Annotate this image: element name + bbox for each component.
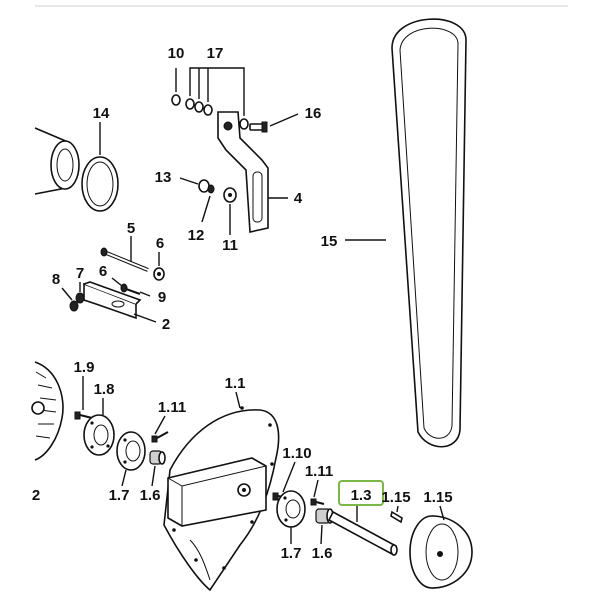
- leader-1-11a: [154, 415, 166, 435]
- leader-17: [189, 67, 245, 116]
- key-part-1-15a: [390, 510, 403, 524]
- label-1-3: 1.3: [351, 487, 372, 504]
- label-1-7a: 1.7: [109, 487, 130, 504]
- label-1-9: 1.9: [74, 359, 95, 376]
- leader-13: [179, 177, 199, 185]
- screw-part-9: [120, 283, 141, 295]
- belt-part-15: [391, 18, 467, 448]
- label-1-15a: 1.15: [381, 489, 410, 506]
- leader-1-11b: [313, 479, 319, 498]
- leader-1-10: [282, 461, 296, 493]
- label-12: 12: [188, 227, 205, 244]
- ring-part-14: [81, 156, 119, 212]
- label-6a: 6: [156, 235, 164, 252]
- cylinder-part: [34, 127, 80, 195]
- washer-stack-17: [171, 94, 249, 130]
- leader-8: [61, 287, 73, 301]
- bolt-part-16: [249, 121, 268, 133]
- label-10: 10: [168, 45, 185, 62]
- leader-1-6b: [320, 524, 323, 545]
- label-1-11b: 1.11: [305, 463, 333, 480]
- bolt-part-1-11a: [151, 431, 169, 443]
- housing-part-1-1: [163, 406, 280, 592]
- bolt-part-1-9: [74, 411, 93, 420]
- flange-part-1-7a: [116, 431, 146, 471]
- label-1-1: 1.1: [225, 375, 246, 392]
- label-2: 2: [162, 316, 170, 333]
- washer-part-7: [75, 292, 85, 304]
- label-1-10: 1.10: [282, 445, 311, 462]
- flange-part-1-8: [83, 414, 115, 456]
- highlight-box: [338, 480, 384, 506]
- leader-1-7a: [121, 469, 127, 487]
- label-9: 9: [158, 289, 166, 306]
- flange-part-1-7b: [276, 490, 306, 528]
- label-1-11a: 1.11: [158, 399, 186, 416]
- leader-1-1: [235, 391, 241, 409]
- leader-12: [201, 195, 211, 223]
- pulley-part-1-15b: [409, 515, 473, 589]
- label-5: 5: [127, 220, 135, 237]
- label-11: 11: [222, 237, 238, 254]
- label-6b: 6: [99, 263, 107, 280]
- leader-1-15a: [396, 505, 399, 513]
- leader-16: [269, 113, 299, 127]
- label-7: 7: [76, 265, 84, 282]
- label-13: 13: [155, 169, 172, 186]
- nut-part-8: [69, 300, 79, 312]
- label-1-6b: 1.6: [312, 545, 333, 562]
- bracket-part-4: [217, 111, 269, 233]
- leader-1-6a: [151, 465, 156, 487]
- label-1-6a: 1.6: [140, 487, 161, 504]
- leader-1-15b: [439, 505, 445, 521]
- bracket-part-2: [83, 281, 142, 320]
- fan-wheel-part: [31, 361, 64, 461]
- label-1-8: 1.8: [94, 381, 115, 398]
- leader-6b: [111, 277, 123, 287]
- bolt-part-1-11b: [310, 498, 325, 506]
- label-edge-2: 2: [32, 487, 40, 504]
- bearing-part-1-6a: [149, 450, 166, 465]
- leader-2: [133, 313, 157, 323]
- label-16: 16: [305, 105, 322, 122]
- nut-part-13: [198, 179, 215, 194]
- label-15: 15: [321, 233, 338, 250]
- rod-part-5: [100, 247, 149, 272]
- leader-9: [139, 291, 151, 297]
- label-4: 4: [294, 190, 303, 207]
- label-8: 8: [52, 271, 60, 288]
- shaft-part-1-3: [327, 510, 398, 556]
- label-1-15b: 1.15: [423, 489, 452, 506]
- label-14: 14: [93, 105, 110, 122]
- label-17: 17: [207, 45, 224, 62]
- washer-part-11: [223, 187, 237, 203]
- label-1-7b: 1.7: [281, 545, 302, 562]
- nut-part-6: [153, 267, 165, 281]
